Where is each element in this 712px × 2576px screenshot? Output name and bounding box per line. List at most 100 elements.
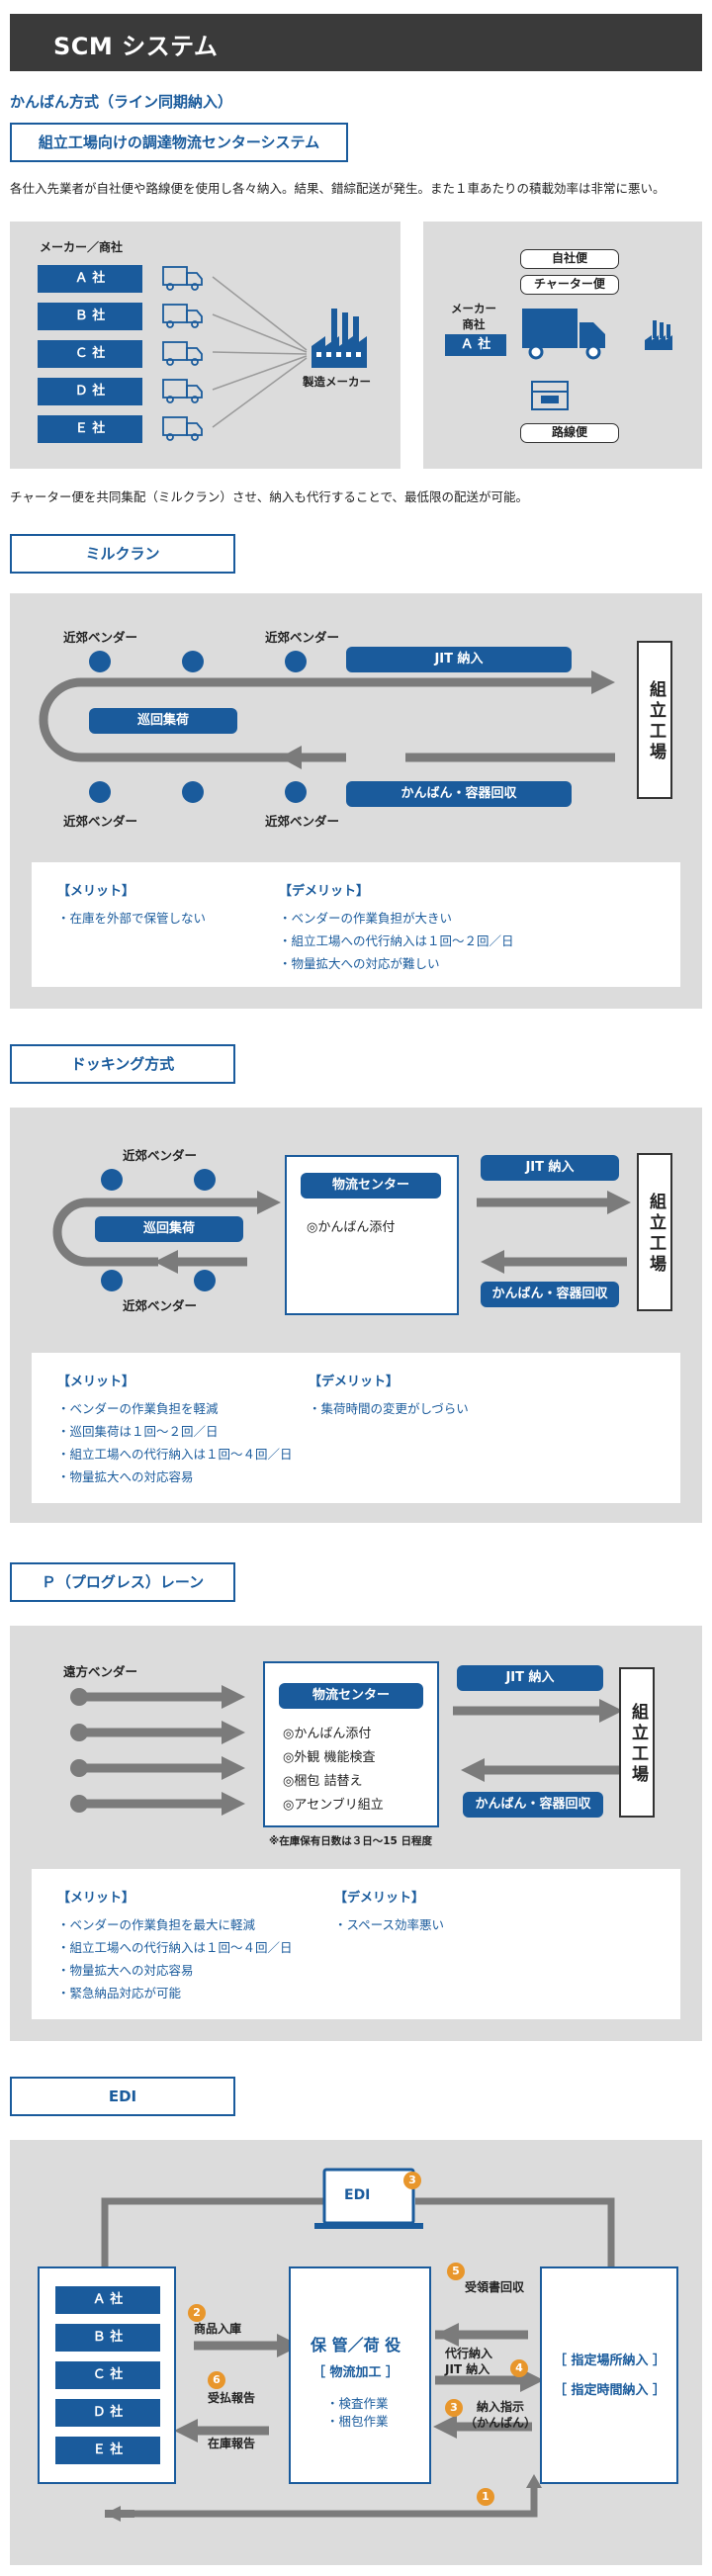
plane-note: ※在庫保有日数は３日〜15 日程度 [269,1835,432,1847]
docking-vendor-bottom: 近郊ベンダー [123,1298,198,1313]
plane-factory-box: 組立工場 [619,1667,655,1818]
docking-info-box: 【メリット】 ・ベンダーの作業負担を軽減 ・巡回集荷は１回〜２回／日 ・組立工場… [32,1353,680,1503]
page-header: SCM システム [10,14,702,71]
edi-company-a: Ａ 社 [55,2286,160,2314]
edi-arrival-label: 商品入庫 [194,2322,242,2336]
docking-demerit-title: 【デメリット】 [309,1375,400,1389]
demerit-item: ・物量拡大への対応が難しい [279,956,440,971]
plane-merit-title: 【メリット】 [57,1891,135,1906]
step-badge: 2 [188,2304,206,2322]
edi-right-item: ［ 指定時間納入 ］ [554,2383,667,2398]
docking-factory-box: 組立工場 [637,1153,672,1311]
milkrun-title: ミルクラン [10,534,235,574]
milkrun-merit-list: ・在庫を外部で保管しない [57,908,206,931]
vendor-dot [89,651,111,672]
edi-center-box: 保 管／荷 役 ［ 物流加工 ］ ・検査作業 ・梱包作業 [289,2266,431,2484]
edi-right-item: ［ 指定場所納入 ］ [554,2354,667,2368]
edi-receipt-label: 受領書回収 [465,2280,525,2294]
docking-vendor-top: 近郊ベンダー [123,1148,198,1163]
vendor-dot [101,1270,123,1291]
plane-jit-label: JIT 納入 [457,1665,603,1691]
milkrun-jit-label: JIT 納入 [346,647,572,672]
plane-return-label: かんばん・容器回収 [463,1792,603,1818]
plane-vendor: 遠方ベンダー [63,1664,138,1679]
step-badge: 4 [510,2359,528,2377]
plane-item: ◎アセンブリ組立 [283,1798,384,1813]
intro-company-c: Ｃ 社 [38,340,142,368]
edi-company-d: Ｄ 社 [55,2399,160,2427]
edi-receive-report-label: 受払報告 [208,2391,256,2405]
merit-item: ・組立工場への代行納入は１回〜４回／日 [57,1447,293,1462]
vendor-dot [89,781,111,803]
milkrun-demerit-title: 【デメリット】 [279,884,370,899]
vendor-dot [194,1169,216,1191]
vendor-dot [182,781,204,803]
truck-icon [162,304,203,328]
factory-icon [312,309,367,368]
milkrun-vendor-bottom-right: 近郊ベンダー [265,814,340,829]
edi-stock-report-label: 在庫報告 [208,2437,256,2450]
demerit-item: ・ベンダーの作業負担が大きい [279,911,453,926]
merit-item: ・ベンダーの作業負担を最大に軽減 [57,1917,256,1932]
page-title: SCM システム [53,33,219,60]
truck-icon [162,341,203,366]
maker-shosha-label: メーカー 商社 [451,302,496,331]
intro-company-e: Ｅ 社 [38,415,142,443]
plane-demerit-title: 【デメリット】 [334,1891,425,1906]
milkrun-vendor-bottom-left: 近郊ベンダー [63,814,138,829]
demerit-item: ・スペース効率悪い [334,1917,445,1932]
plane-item: ◎外観 機能検査 [283,1750,376,1765]
plane-item: ◎梱包 詰替え [283,1774,363,1789]
step-badge: 1 [477,2488,494,2506]
box-icon [531,381,569,410]
docking-center-label: 物流センター [301,1173,441,1199]
factory-icon [645,320,672,350]
milkrun-return-label: かんばん・容器回収 [346,781,572,807]
merit-item: ・物量拡大への対応容易 [57,1963,194,1978]
demerit-item: ・集荷時間の変更がしづらい [309,1401,469,1416]
docking-collect-label: 巡回集荷 [95,1216,243,1242]
milkrun-collect-label: 巡回集荷 [89,708,237,734]
plane-center-label: 物流センター [279,1683,423,1709]
edi-proxy-label: 代行納入 JIT 納入 [445,2347,493,2376]
plane-factory-label: 組立工場 [628,1703,648,1786]
intro-company-a: Ａ 社 [38,265,142,293]
docking-title: ドッキング方式 [10,1044,235,1084]
merit-item: ・組立工場への代行納入は１回〜４回／日 [57,1940,293,1955]
edi-company-e: Ｅ 社 [55,2437,160,2464]
edi-factory-box: ［ 指定場所納入 ］ ［ 指定時間納入 ］ [540,2266,678,2484]
vendor-dot [285,651,307,672]
intro-left-graphic [162,266,367,441]
vendor-dot [101,1169,123,1191]
edi-center-item: ・検査作業 [326,2396,389,2411]
docking-kanban-item: ◎かんばん添付 [307,1220,396,1235]
truck-icon [522,309,605,360]
intro-right-graphic [522,309,672,410]
plane-merit-list: ・ベンダーの作業負担を最大に軽減 ・組立工場への代行納入は１回〜４回／日 ・物量… [57,1914,293,2005]
step-badge: 3 [403,2172,421,2189]
edi-company-b: Ｂ 社 [55,2324,160,2352]
milkrun-vendor-top-left: 近郊ベンダー [63,630,138,645]
merit-item: ・ベンダーの作業負担を軽減 [57,1401,219,1416]
edi-title: EDI [10,2077,235,2116]
route-delivery-label: 路線便 [520,423,619,443]
step-badge: 3 [445,2399,463,2417]
edi-screen-label: EDI [344,2187,371,2203]
vendor-dot [285,781,307,803]
docking-center-box: 物流センター ◎かんばん添付 [285,1155,459,1315]
intro-footnote: チャーター便を共同集配（ミルクラン）させ、納入も代行することで、最低限の配送が可… [10,489,529,504]
milkrun-loop [39,670,615,769]
milkrun-demerit-list: ・ベンダーの作業負担が大きい ・組立工場への代行納入は１回〜２回／日 ・物量拡大… [279,908,514,976]
step-badge: 6 [208,2371,225,2389]
plane-center-box: 物流センター ◎かんばん添付 ◎外観 機能検査 ◎梱包 詰替え ◎アセンブリ組立 [263,1661,439,1827]
edi-center-item: ・梱包作業 [326,2414,389,2429]
edi-instruction-label: 納入指示 （かんばん） [465,2400,537,2430]
plane-title: Ｐ（プログレス）レーン [10,1562,235,1602]
docking-loop [52,1191,631,1274]
milkrun-factory-label: 組立工場 [646,680,666,763]
vendor-dot [182,651,204,672]
maker-label: メーカー／商社 [40,240,124,254]
laptop-icon [314,2168,423,2229]
edi-center-sub: ［ 物流加工 ］ [312,2365,400,2380]
docking-merit-title: 【メリット】 [57,1375,135,1389]
